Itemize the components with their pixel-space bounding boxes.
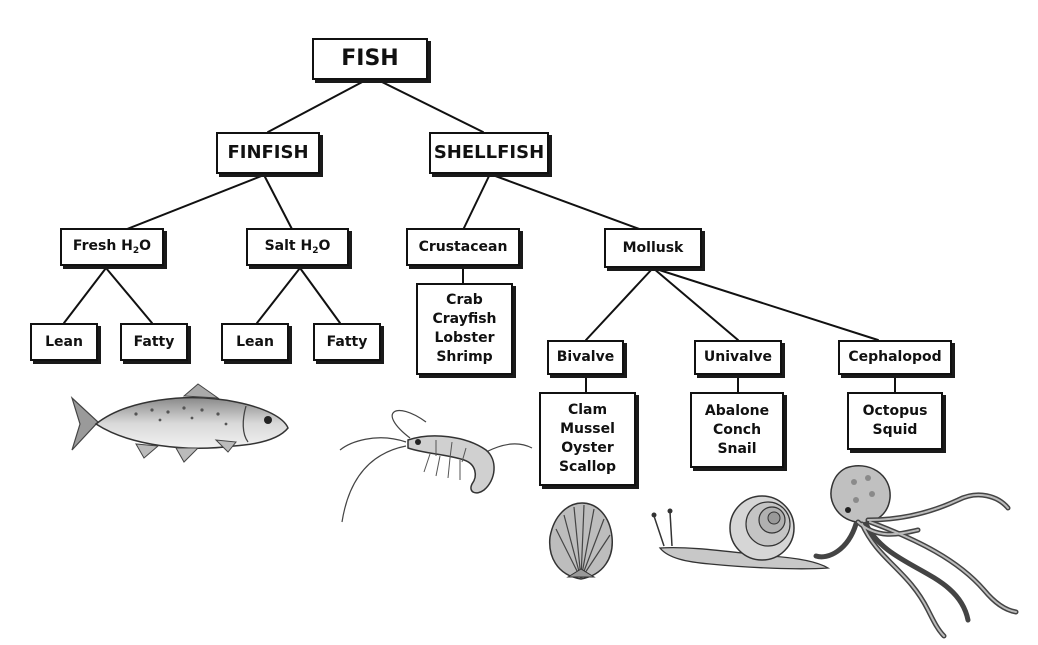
shellfish-node: SHELLFISH	[429, 132, 549, 174]
salt-fatty-label: Fatty	[326, 333, 368, 350]
univalve-example: Snail	[717, 440, 757, 457]
crustacean-example: Crab	[446, 292, 483, 308]
bivalve-node: Bivalve	[547, 340, 624, 375]
fresh-water-label: Fresh H2O	[72, 237, 152, 256]
salt-water-node: Salt H2O	[246, 228, 349, 266]
univalve-label: Univalve	[703, 349, 773, 366]
salt-fatty-node: Fatty	[313, 323, 381, 361]
salt-water-label: Salt H2O	[264, 237, 331, 256]
fresh-lean-label: Lean	[45, 333, 83, 350]
salt-lean-label: Lean	[236, 333, 274, 350]
crustacean-example: Crayfish	[432, 311, 497, 327]
fish-root-node: FISH	[312, 38, 428, 80]
fresh-lean-node: Lean	[30, 323, 98, 361]
fresh-water-node: Fresh H2O	[60, 228, 164, 266]
crustacean-label: Crustacean	[418, 238, 508, 255]
crustacean-examples-box: Crab Crayfish Lobster Shrimp	[416, 283, 513, 375]
cephalopod-example: Octopus	[862, 403, 928, 419]
univalve-example: Abalone	[704, 402, 770, 419]
crustacean-example: Lobster	[434, 330, 495, 346]
scallop-icon	[548, 502, 613, 580]
cephalopod-examples-box: Octopus Squid	[847, 392, 943, 450]
bivalve-example: Oyster	[561, 440, 614, 456]
crustacean-example: Shrimp	[436, 349, 493, 365]
salt-lean-node: Lean	[221, 323, 289, 361]
finfish-node: FINFISH	[216, 132, 320, 174]
shrimp-icon	[339, 409, 533, 523]
mollusk-label: Mollusk	[622, 239, 684, 256]
fresh-fatty-label: Fatty	[133, 333, 175, 350]
cephalopod-node: Cephalopod	[838, 340, 952, 375]
univalve-example: Conch	[712, 421, 762, 438]
univalve-node: Univalve	[694, 340, 782, 375]
bivalve-example: Clam	[567, 402, 608, 418]
finfish-label: FINFISH	[227, 141, 309, 163]
bivalve-examples-box: Clam Mussel Oyster Scallop	[539, 392, 636, 486]
snail-icon	[651, 495, 831, 570]
bivalve-example: Mussel	[560, 421, 615, 437]
cephalopod-label: Cephalopod	[848, 349, 942, 366]
univalve-examples-box: Abalone Conch Snail	[690, 392, 784, 468]
cephalopod-example: Squid	[872, 422, 918, 438]
bivalve-example: Scallop	[558, 459, 617, 475]
fresh-fatty-node: Fatty	[120, 323, 188, 361]
shellfish-label: SHELLFISH	[433, 141, 545, 163]
fish-root-label: FISH	[341, 46, 399, 72]
octopus-icon	[813, 465, 1019, 639]
crustacean-node: Crustacean	[406, 228, 520, 266]
bivalve-label: Bivalve	[556, 349, 615, 366]
mollusk-node: Mollusk	[604, 228, 702, 268]
trout-icon	[70, 383, 289, 463]
